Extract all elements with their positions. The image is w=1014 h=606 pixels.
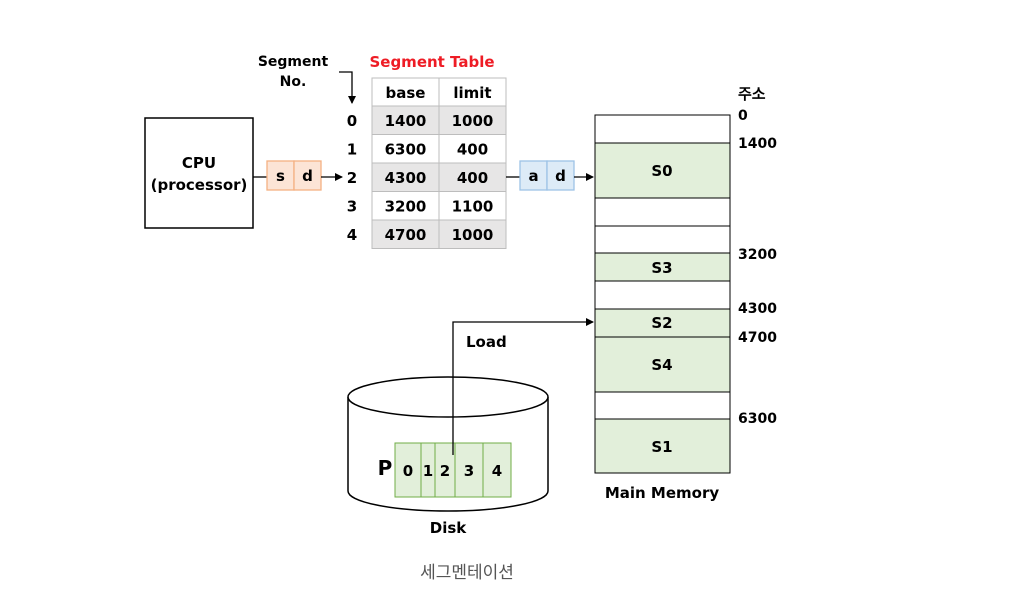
segment-label-s2: S2 bbox=[651, 314, 672, 332]
process-cell bbox=[454, 442, 484, 498]
process-label: P bbox=[378, 456, 393, 480]
process-cell-label: 1 bbox=[423, 462, 433, 480]
cpu-sublabel: (processor) bbox=[151, 176, 248, 194]
segment-table-limit: 1100 bbox=[452, 198, 494, 216]
memory-block-s3 bbox=[594, 252, 731, 282]
segment-table-title: Segment Table bbox=[369, 53, 494, 71]
segment-no-label-line2: No. bbox=[280, 74, 307, 90]
segment-table: base limit 1400 1000 0 6300 400 1 4300 400 2 3200… bbox=[347, 77, 507, 249]
load-arrow bbox=[452, 318, 594, 455]
segment-table-cell bbox=[371, 191, 440, 221]
logical-address-d-cell bbox=[293, 160, 322, 191]
address-label: 6300 bbox=[738, 411, 777, 427]
segment-label-s0: S0 bbox=[651, 162, 672, 180]
process-cell-label: 3 bbox=[464, 462, 474, 480]
segment-table-header-base: base bbox=[386, 84, 426, 102]
logical-address-d: d bbox=[302, 167, 313, 185]
segment-no-label-line1: Segment bbox=[258, 54, 329, 70]
address-label: 3200 bbox=[738, 247, 777, 263]
segment-table-cell bbox=[438, 134, 507, 164]
cpu-box: CPU (processor) bbox=[144, 117, 254, 229]
segment-table-cell bbox=[371, 162, 440, 192]
physical-address-a: a bbox=[528, 167, 538, 185]
address-label: 4300 bbox=[738, 301, 777, 317]
segment-table-limit: 400 bbox=[457, 169, 488, 187]
address-label: 0 bbox=[738, 108, 748, 124]
segment-number: 1 bbox=[347, 141, 357, 159]
segment-table-cell bbox=[371, 219, 440, 249]
segment-table-cell bbox=[438, 162, 507, 192]
segment-label-s3: S3 bbox=[651, 259, 672, 277]
memory-block-s4 bbox=[594, 336, 731, 393]
logical-address-s: s bbox=[276, 167, 285, 185]
segment-table-limit: 1000 bbox=[452, 226, 494, 244]
disk-label: Disk bbox=[430, 519, 468, 537]
segment-table-base: 4300 bbox=[385, 169, 427, 187]
segment-number: 0 bbox=[347, 112, 357, 130]
memory-block-free bbox=[594, 197, 731, 227]
segment-no-arrow bbox=[339, 71, 356, 104]
process-cell-label: 4 bbox=[492, 462, 502, 480]
segment-table-base: 3200 bbox=[385, 198, 427, 216]
cpu-label: CPU bbox=[182, 154, 216, 172]
segmentation-diagram: CPU (processor) s d Segment No. Segment … bbox=[144, 53, 777, 537]
disk-top bbox=[347, 376, 549, 418]
process-cell bbox=[482, 442, 512, 498]
address-label: 1400 bbox=[738, 136, 777, 152]
memory-block-free bbox=[594, 280, 731, 310]
memory-block-s1 bbox=[594, 418, 731, 474]
physical-address: a d bbox=[519, 160, 575, 191]
memory-block-free bbox=[594, 391, 731, 420]
process-cell-label: 0 bbox=[403, 462, 413, 480]
logical-address: s d bbox=[266, 160, 322, 191]
segment-table-base: 1400 bbox=[385, 112, 427, 130]
memory-block-s2 bbox=[594, 308, 731, 338]
segment-table-limit: 400 bbox=[457, 141, 488, 159]
memory-block-free bbox=[594, 114, 731, 144]
segment-table-limit: 1000 bbox=[452, 112, 494, 130]
physical-address-d: d bbox=[555, 167, 566, 185]
segment-table-cell bbox=[438, 219, 507, 249]
process-cell bbox=[394, 442, 422, 498]
segment-number: 4 bbox=[347, 226, 357, 244]
address-label: 4700 bbox=[738, 330, 777, 346]
load-label: Load bbox=[466, 333, 507, 351]
address-header: 주소 bbox=[738, 85, 766, 103]
memory-block-free bbox=[594, 225, 731, 254]
figure-caption: 세그멘테이션 bbox=[420, 563, 514, 583]
main-memory: S0 S3 S2 S4 S1 bbox=[594, 114, 731, 474]
segment-number: 3 bbox=[347, 198, 357, 216]
segment-table-base: 4700 bbox=[385, 226, 427, 244]
main-memory-label: Main Memory bbox=[605, 484, 720, 502]
process-cell-label: 2 bbox=[440, 462, 450, 480]
segment-table-base: 6300 bbox=[385, 141, 427, 159]
segment-label-s1: S1 bbox=[651, 438, 672, 456]
segment-label-s4: S4 bbox=[651, 356, 672, 374]
segment-number: 2 bbox=[347, 169, 357, 187]
segment-table-header-limit: limit bbox=[453, 84, 491, 102]
physical-address-d-cell bbox=[546, 160, 575, 191]
memory-block-s0 bbox=[594, 142, 731, 199]
process-segments: 0 1 2 3 4 bbox=[394, 442, 512, 498]
